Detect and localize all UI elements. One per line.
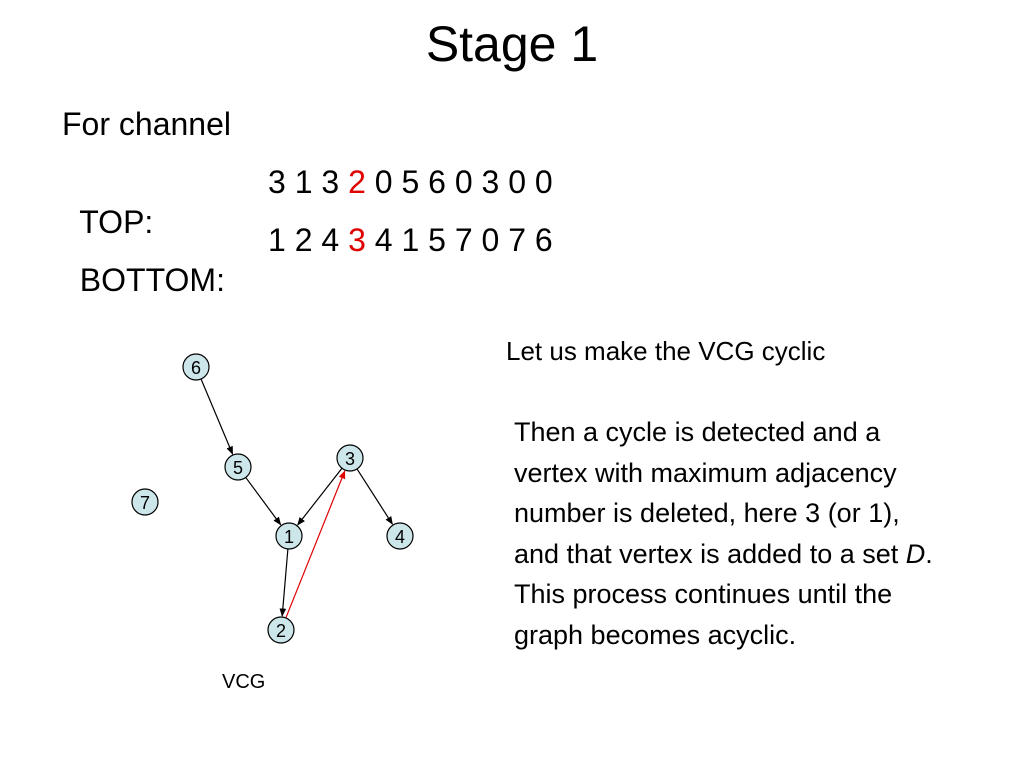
cyclic-note: Let us make the VCG cyclic bbox=[506, 336, 826, 366]
vcg-node-circle bbox=[336, 444, 364, 472]
edge-3-to-4 bbox=[356, 468, 393, 525]
top-row: TOP: 3 1 3 2 0 5 6 0 3 0 0 bbox=[62, 162, 552, 282]
vcg-node-circle bbox=[131, 488, 159, 516]
explanation-paragraph: Then a cycle is detected and a vertex wi… bbox=[514, 412, 944, 655]
top-seq-highlight: 2 bbox=[348, 164, 366, 200]
bottom-seq-after: 4 1 5 7 0 7 6 bbox=[365, 222, 553, 258]
vcg-node-3: 3 bbox=[336, 444, 364, 472]
top-seq-before: 3 1 3 bbox=[268, 164, 349, 200]
explanation-part2: . This process continues until the graph… bbox=[514, 538, 933, 650]
slide-title: Stage 1 bbox=[425, 16, 599, 72]
vcg-node-7: 7 bbox=[131, 488, 159, 516]
vcg-node-4: 4 bbox=[386, 522, 414, 550]
vcg-edges bbox=[200, 378, 393, 619]
vcg-nodes: 6 5 7 3 1 4 2 bbox=[131, 353, 414, 644]
vcg-node-circle bbox=[275, 522, 303, 550]
vcg-node-circle bbox=[267, 616, 295, 644]
explanation-part1: Then a cycle is detected and a vertex wi… bbox=[514, 417, 906, 569]
vcg-node-6: 6 bbox=[182, 353, 210, 381]
top-seq-after: 0 5 6 0 3 0 0 bbox=[365, 164, 553, 200]
bottom-seq-highlight: 3 bbox=[348, 222, 366, 258]
vcg-node-5: 5 bbox=[224, 453, 252, 481]
channel-heading: For channel bbox=[62, 106, 231, 142]
edge-3-to-1 bbox=[297, 467, 343, 526]
vcg-node-label: 3 bbox=[345, 449, 355, 469]
edge-2-to-3 bbox=[285, 470, 346, 619]
bottom-label: BOTTOM: bbox=[79, 262, 225, 298]
vcg-node-circle bbox=[182, 353, 210, 381]
vcg-node-label: 6 bbox=[191, 358, 201, 378]
vcg-node-label: 1 bbox=[284, 527, 294, 547]
set-name: D bbox=[905, 538, 926, 569]
vcg-node-label: 2 bbox=[276, 621, 286, 641]
vcg-node-circle bbox=[224, 453, 252, 481]
edge-5-to-1 bbox=[245, 477, 282, 526]
top-label: TOP: bbox=[79, 204, 154, 240]
vcg-label: VCG bbox=[222, 671, 266, 693]
bottom-seq-before: 1 2 4 bbox=[268, 222, 349, 258]
vcg-node-circle bbox=[386, 522, 414, 550]
vcg-node-2: 2 bbox=[267, 616, 295, 644]
vcg-node-label: 5 bbox=[233, 458, 243, 478]
edge-6-to-5 bbox=[200, 378, 234, 455]
bottom-sequence: 1 2 4 3 4 1 5 7 0 7 6 bbox=[268, 220, 553, 260]
vcg-node-1: 1 bbox=[275, 522, 303, 550]
vcg-node-label: 7 bbox=[140, 493, 150, 513]
top-sequence: 3 1 3 2 0 5 6 0 3 0 0 bbox=[268, 162, 553, 202]
bottom-row: BOTTOM: 1 2 4 3 4 1 5 7 0 7 6 bbox=[62, 220, 553, 340]
edge-1-to-2 bbox=[279, 548, 289, 617]
vcg-node-label: 4 bbox=[395, 527, 405, 547]
